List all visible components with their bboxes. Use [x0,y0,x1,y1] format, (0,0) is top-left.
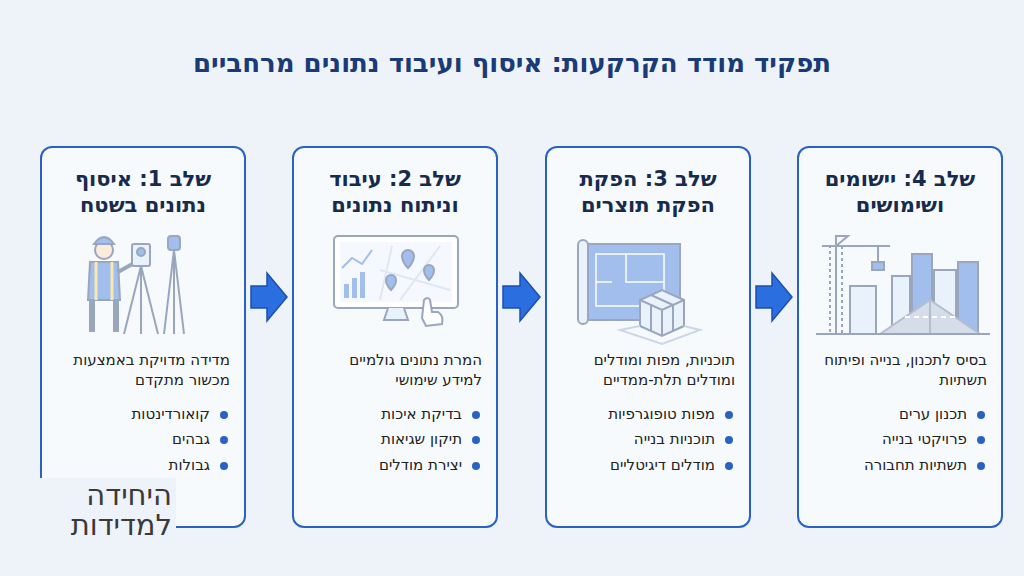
bullet-item: מודלים דיגיטליים [561,456,735,476]
stage-description: מדידה מדויקת באמצעות מכשור מתקדם [56,350,230,391]
stage-card: שלב 4: יישומים ושימושים בסיס לתכנון, בניי… [797,146,1003,528]
bullet-item: יצירת מודלים [308,456,482,476]
diagram-title: תפקיד מודד הקרקעות: איסוף ועיבוד נתונים … [0,48,1024,78]
bullet-item: תוכניות בנייה [561,430,735,450]
block-arrow [251,273,287,321]
stage-card: שלב 2: עיבוד וניתוח נתונים המרת נתונים גו… [292,146,498,528]
bullet-item: קואורדינטות [56,405,230,425]
bullet-item: מפות טופוגרפיות [561,405,735,425]
icon-space [56,220,230,350]
bullet-item: תיקון שגיאות [308,430,482,450]
stage-heading: שלב 3: הפקת הפקת תוצרים [561,166,735,220]
stage-description: תוכניות, מפות ומודלים ומודלים תלת-ממדיים [561,350,735,391]
bullet-item: תכנון ערים [813,405,987,425]
stage-description: בסיס לתכנון, בנייה ופיתוח תשתיות [813,350,987,391]
stage-card: שלב 1: איסוף נתונים בשטח מדידה מדויקת באמ… [40,146,246,528]
bullet-item: גבהים [56,430,230,450]
logo-watermark: היחידה למדידות [18,478,176,543]
block-arrow [756,273,792,321]
stage-description: המרת נתונים גולמיים למידע שימושי [308,350,482,391]
stage-heading: שלב 1: איסוף נתונים בשטח [56,166,230,220]
stage-heading: שלב 4: יישומים ושימושים [813,166,987,220]
icon-space [561,220,735,350]
bullet-item: גבולות [56,456,230,476]
icon-space [813,220,987,350]
bullet-item: תשתיות תחבורה [813,456,987,476]
icon-space [308,220,482,350]
bullet-item: פרויקטי בנייה [813,430,987,450]
block-arrow [503,273,540,321]
bullet-item: בדיקת איכות [308,405,482,425]
stage-heading: שלב 2: עיבוד וניתוח נתונים [308,166,482,220]
stage-card: שלב 3: הפקת הפקת תוצרים תוכניות, מפות ומו… [545,146,751,528]
